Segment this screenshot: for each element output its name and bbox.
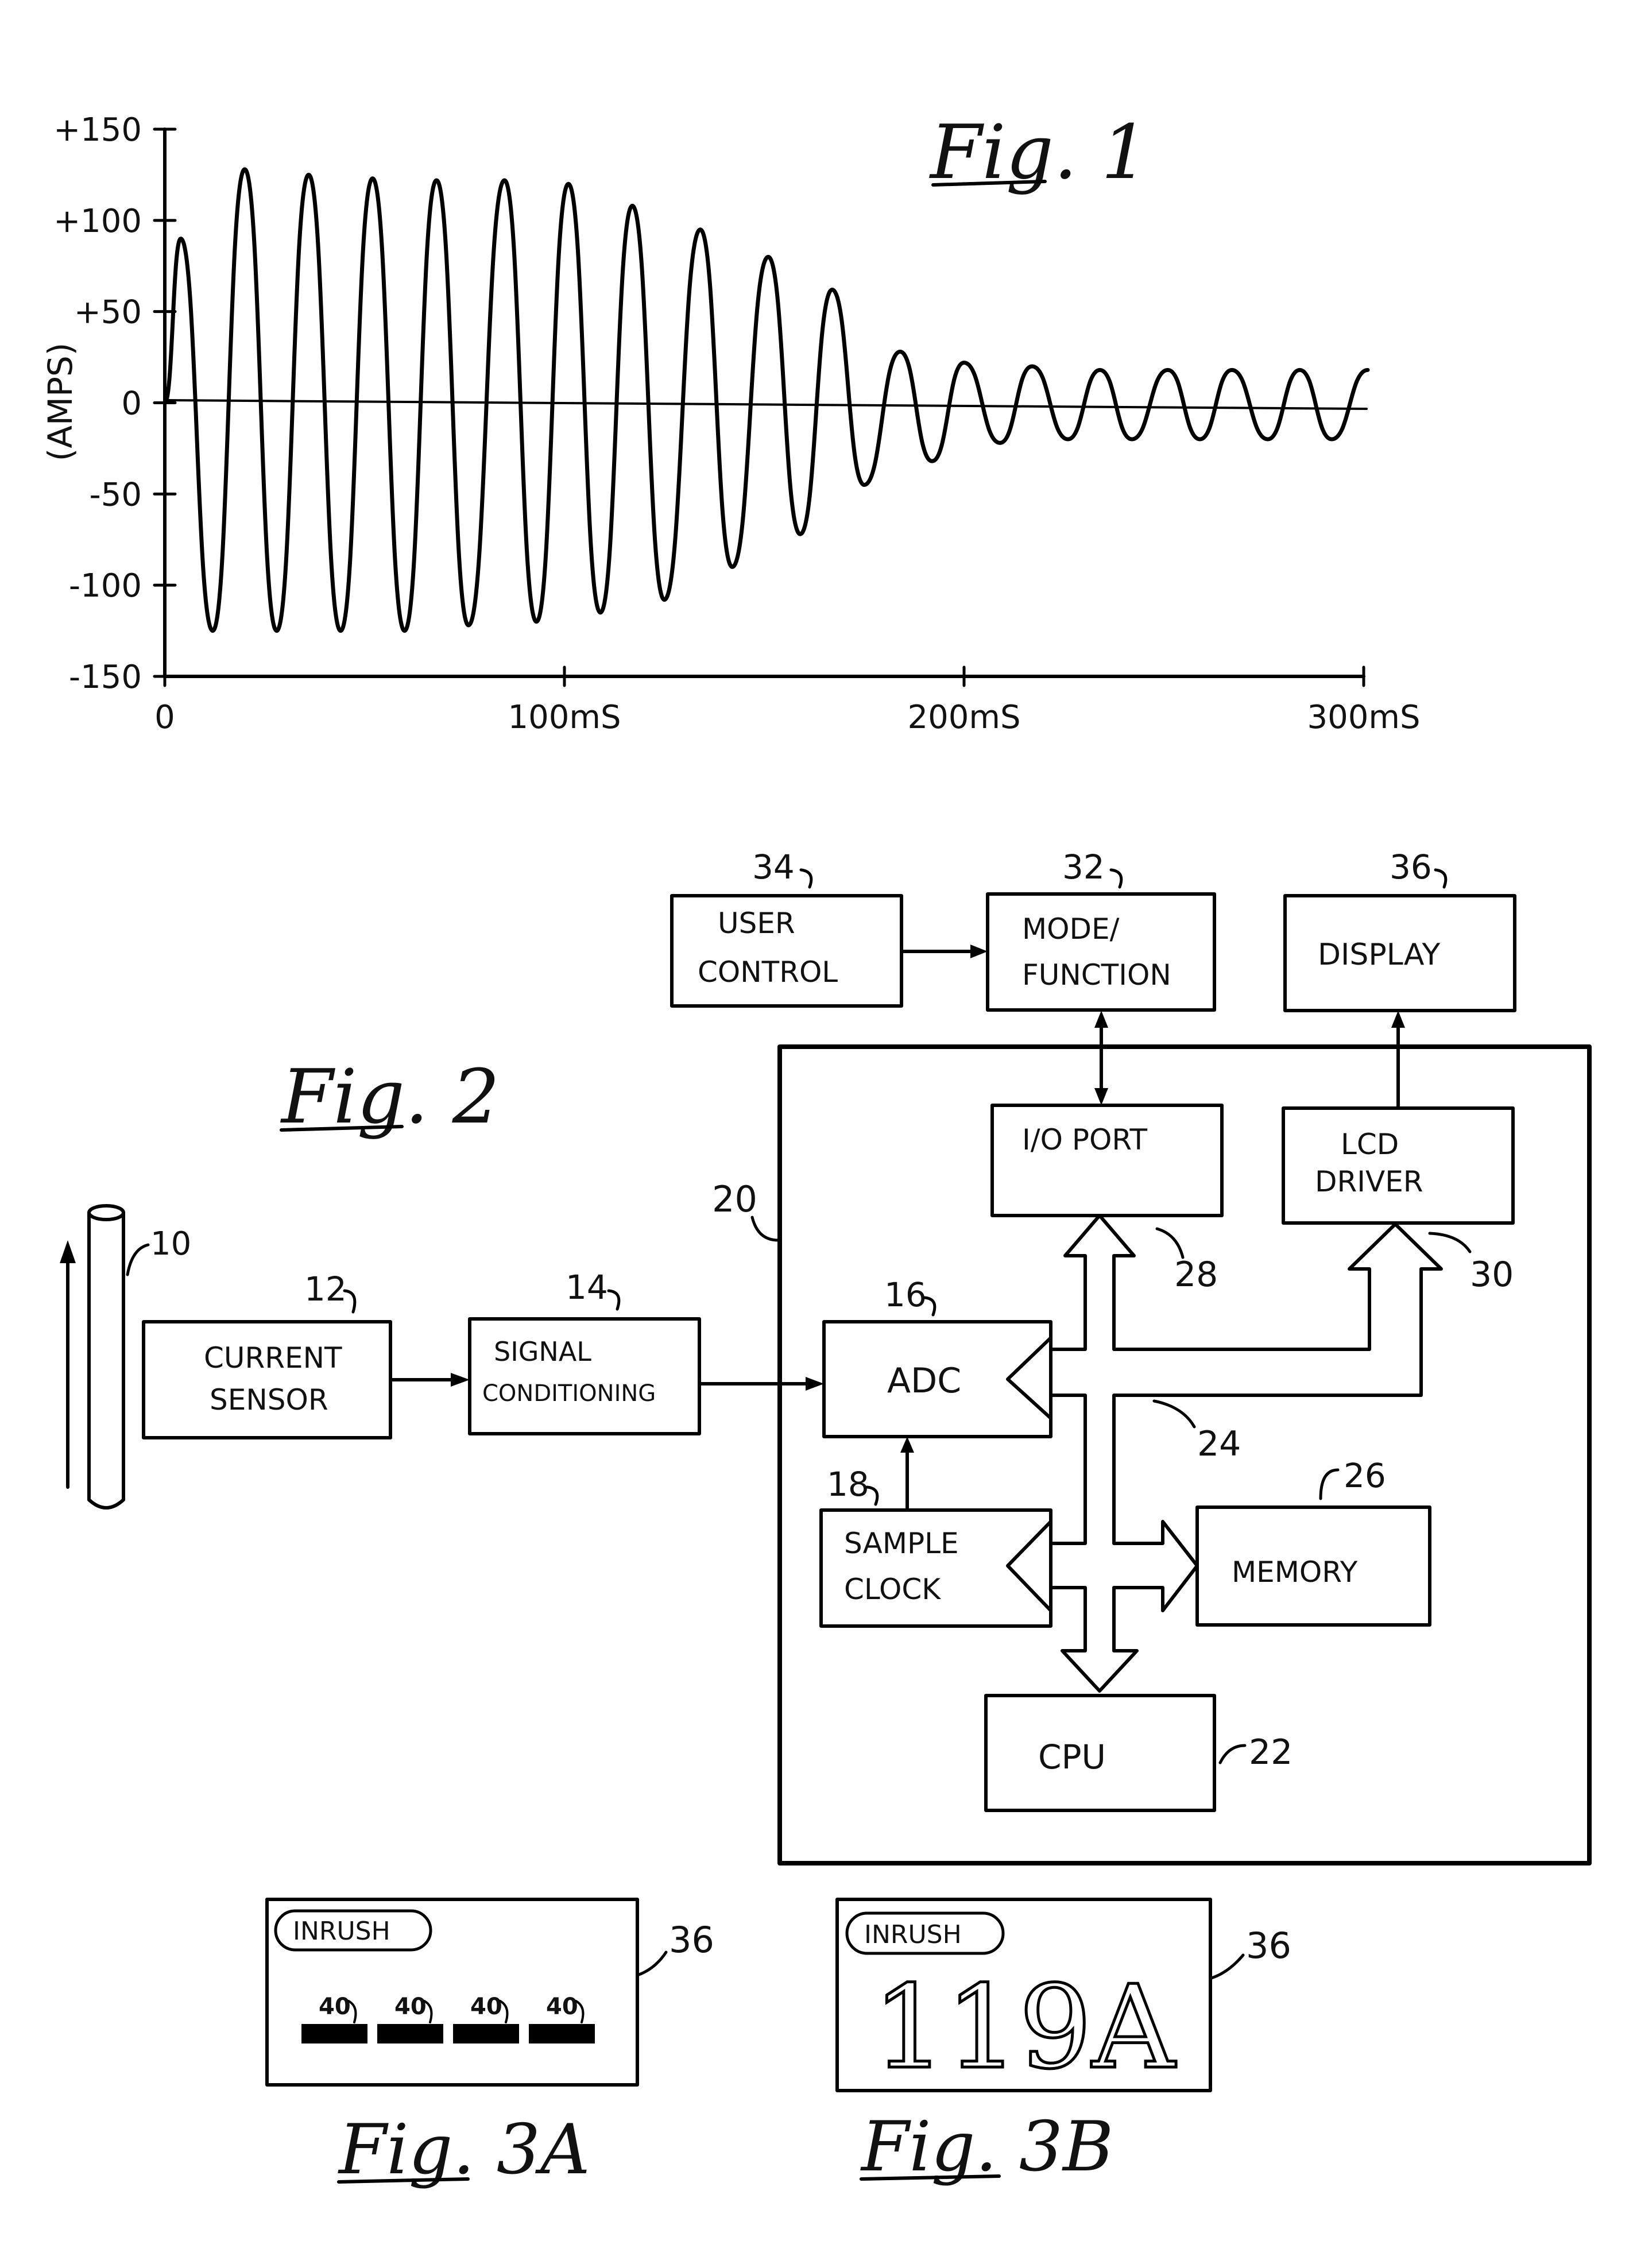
mode-function-label-2: FUNCTION: [1022, 958, 1171, 992]
fig3a-segment-bar: 40 40 40 40: [301, 1994, 595, 2043]
signal-conditioning-label-2: CONDITIONING: [482, 1380, 656, 1407]
bar-segment: [453, 2024, 519, 2043]
bar-segment: [301, 2024, 367, 2043]
conductor-body: [89, 1213, 123, 1500]
sensor-to-conditioning-arrowhead: [451, 1373, 470, 1387]
microcomputer-enclosure: [780, 1047, 1589, 1863]
mode-function-ref: 32: [1062, 847, 1105, 887]
sample-clock-ref: 18: [827, 1465, 869, 1504]
lcd-driver-label-1: LCD: [1341, 1128, 1399, 1161]
microcomputer-ref-leader: [752, 1217, 778, 1240]
fig2-block-diagram: Fig. 2 20 USER CONTROL 34 MODE/ FUNCTION…: [60, 847, 1589, 1863]
conductor-bottom: [89, 1500, 123, 1508]
conductor-ref: 10: [150, 1225, 191, 1263]
io-port-ref-leader: [1157, 1229, 1183, 1257]
x-tick-label: 0: [154, 699, 175, 736]
mode-function-block: [988, 894, 1214, 1010]
bus-ref-leader: [1154, 1401, 1194, 1427]
mode-io-arrowhead-up: [1094, 1011, 1108, 1028]
bus-ref: 24: [1197, 1424, 1241, 1464]
lcd-to-display-arrowhead: [1391, 1011, 1405, 1028]
conditioning-to-adc-arrowhead: [806, 1377, 824, 1391]
lcd-driver-ref: 30: [1470, 1255, 1514, 1295]
y-tick-label: +50: [74, 294, 142, 331]
mode-io-arrowhead-down: [1094, 1088, 1108, 1105]
conductor-top: [89, 1206, 123, 1220]
bar-segment-ref: 40: [319, 1994, 351, 2020]
signal-conditioning-ref-leader: [609, 1291, 619, 1309]
y-tick-label: -50: [90, 476, 142, 513]
lcd-driver-ref-leader: [1430, 1233, 1470, 1252]
signal-conditioning-label-1: SIGNAL: [494, 1336, 591, 1367]
microcomputer-ref: 20: [712, 1178, 757, 1220]
io-port-ref: 28: [1174, 1255, 1218, 1295]
io-port-label: I/O PORT: [1022, 1123, 1147, 1156]
display-ref-leader: [1435, 870, 1446, 887]
mode-function-ref-leader: [1111, 870, 1121, 887]
sample-clock-label-1: SAMPLE: [844, 1527, 959, 1560]
memory-ref-leader: [1321, 1470, 1338, 1499]
bar-segment: [377, 2024, 443, 2043]
fig3b-inrush-label: INRUSH: [864, 1920, 962, 1949]
y-tick-label: -150: [69, 659, 142, 696]
user-control-label-1: USER: [718, 907, 795, 940]
fig3a-display-bar-mode: INRUSH 40404040 36 Fig. 3A: [267, 1899, 714, 2190]
cpu-ref-leader: [1220, 1745, 1245, 1763]
memory-label: MEMORY: [1232, 1555, 1358, 1589]
bar-segment: [529, 2024, 595, 2043]
fig1-waveform-chart: Fig. 1 +150+100+500-50-100-150 0100mS200…: [41, 109, 1420, 736]
y-axis-label: (AMPS): [41, 343, 80, 462]
lcd-driver-label-2: DRIVER: [1315, 1165, 1423, 1198]
current-sensor-label-2: SENSOR: [210, 1383, 328, 1416]
conductor-ref-leader: [127, 1245, 148, 1275]
bar-segment-ref: 40: [394, 1994, 427, 2020]
current-sensor-ref: 12: [304, 1270, 347, 1309]
fig3a-ref: 36: [669, 1919, 714, 1961]
x-tick-label: 100mS: [508, 699, 621, 736]
cpu-label: CPU: [1038, 1737, 1106, 1777]
sample-clock-label-2: CLOCK: [844, 1573, 941, 1606]
fig3b-reading: 119A: [873, 1961, 1177, 2095]
user-to-mode-arrowhead: [970, 945, 988, 958]
adc-ref: 16: [884, 1275, 927, 1314]
current-sensor-label-1: CURRENT: [204, 1341, 342, 1375]
display-label: DISPLAY: [1318, 938, 1440, 972]
y-tick-label: -100: [69, 567, 142, 605]
conductor: 10: [60, 1206, 191, 1508]
user-control-label-2: CONTROL: [698, 955, 838, 989]
signal-conditioning-ref: 14: [566, 1268, 608, 1307]
fig3b-ref: 36: [1246, 1925, 1291, 1967]
mode-function-label-1: MODE/: [1022, 912, 1120, 946]
current-waveform-line: [165, 169, 1368, 631]
io-port-block: [992, 1105, 1222, 1216]
adc-label: ADC: [887, 1361, 961, 1401]
memory-ref: 26: [1344, 1456, 1386, 1495]
x-tick-label: 200mS: [908, 699, 1021, 736]
current-sensor-block: [144, 1322, 390, 1438]
y-tick-label: +100: [53, 203, 142, 240]
bar-segment-ref: 40: [546, 1994, 578, 2020]
clock-to-adc-arrowhead: [900, 1437, 914, 1453]
display-ref: 36: [1390, 847, 1432, 887]
x-tick-label: 300mS: [1307, 699, 1421, 736]
y-tick-label: +150: [53, 111, 142, 149]
user-control-ref: 34: [752, 847, 795, 887]
current-direction-arrowhead: [60, 1240, 76, 1263]
fig3a-inrush-label: INRUSH: [293, 1917, 390, 1946]
y-tick-label: 0: [121, 385, 142, 423]
fig3b-ref-leader: [1212, 1955, 1243, 1978]
bar-segment-ref: 40: [470, 1994, 502, 2020]
fig3a-ref-leader: [637, 1952, 666, 1975]
fig3b-display-numeric-mode: INRUSH 119A 36 Fig. 3B: [837, 1899, 1291, 2187]
cpu-ref: 22: [1249, 1732, 1293, 1772]
user-control-ref-leader: [801, 870, 811, 887]
